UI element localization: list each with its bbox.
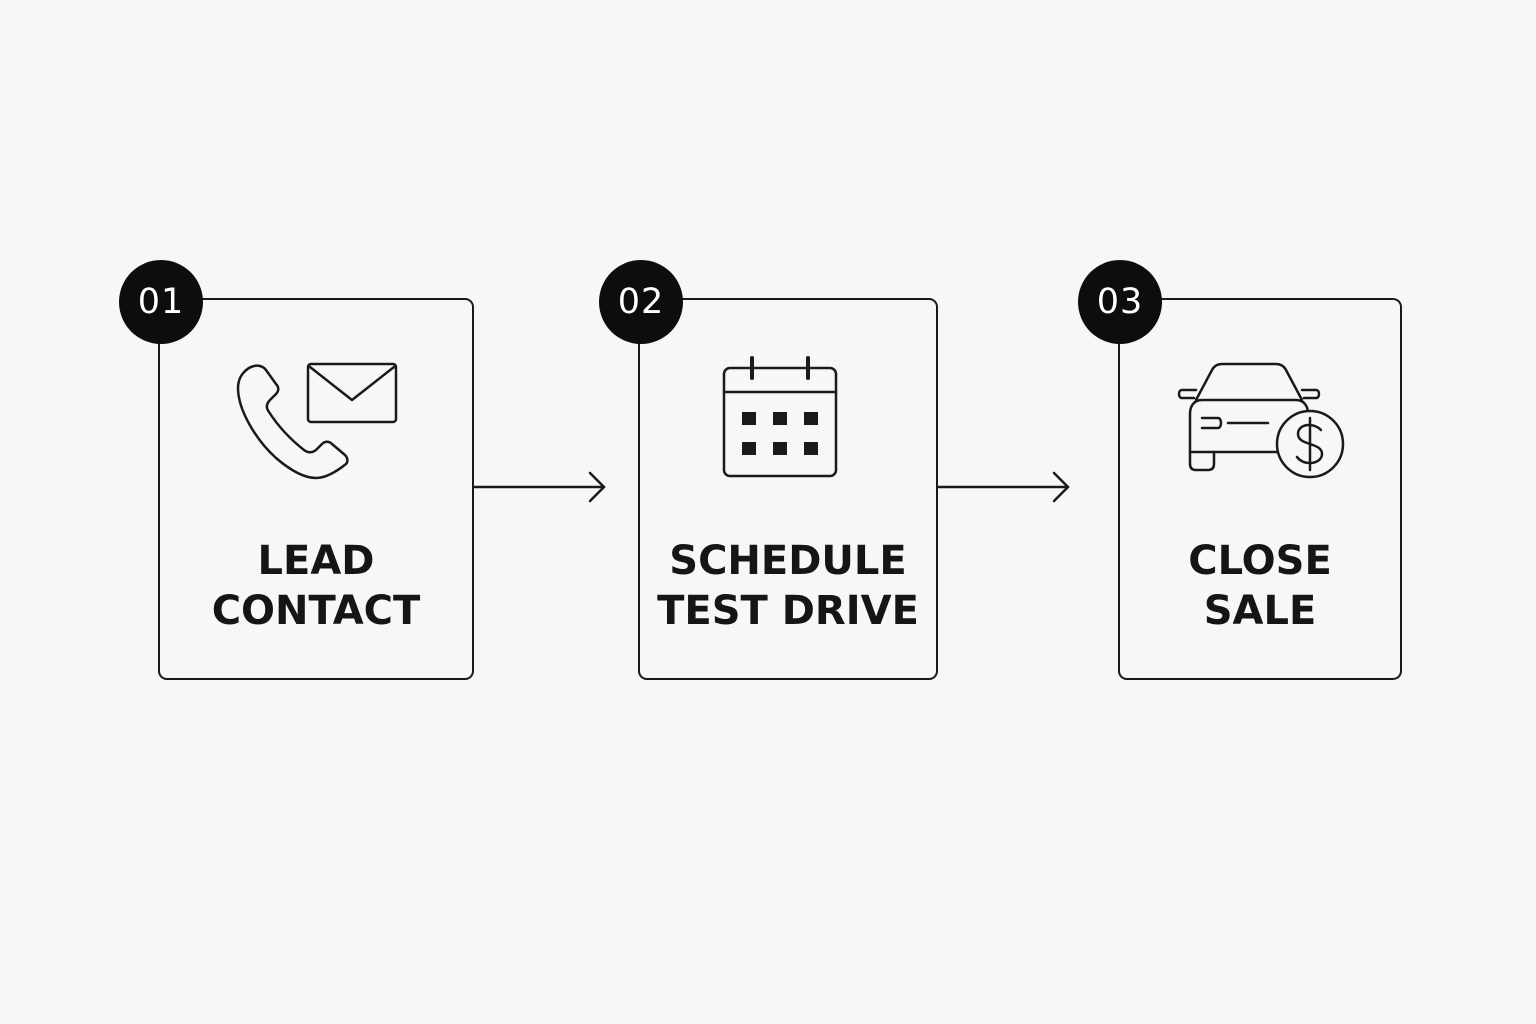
- car-dollar-icon: [1177, 362, 1345, 479]
- step-label-line: TEST DRIVE: [657, 588, 919, 634]
- step-label-line: LEAD: [257, 538, 375, 584]
- step-number-badge: 02: [599, 260, 683, 344]
- step-number-badge: 01: [119, 260, 203, 344]
- step-label-line: CONTACT: [211, 588, 421, 634]
- step-card-close-sale: CLOSE SALE: [1118, 298, 1402, 680]
- step-number-badge: 03: [1078, 260, 1162, 344]
- calendar-icon: [722, 356, 838, 478]
- step-label: LEAD CONTACT: [160, 536, 472, 636]
- step-card-schedule-test-drive: SCHEDULE TEST DRIVE: [638, 298, 938, 680]
- step-label: SCHEDULE TEST DRIVE: [640, 536, 936, 636]
- flow-arrow-icon: [936, 471, 1070, 503]
- step-card-lead-contact: LEAD CONTACT: [158, 298, 474, 680]
- flow-arrow-icon: [472, 471, 606, 503]
- phone-mail-icon: [236, 362, 398, 480]
- step-label-line: SALE: [1203, 588, 1317, 634]
- step-label-line: CLOSE: [1188, 538, 1332, 584]
- step-label: CLOSE SALE: [1120, 536, 1400, 636]
- step-label-line: SCHEDULE: [669, 538, 907, 584]
